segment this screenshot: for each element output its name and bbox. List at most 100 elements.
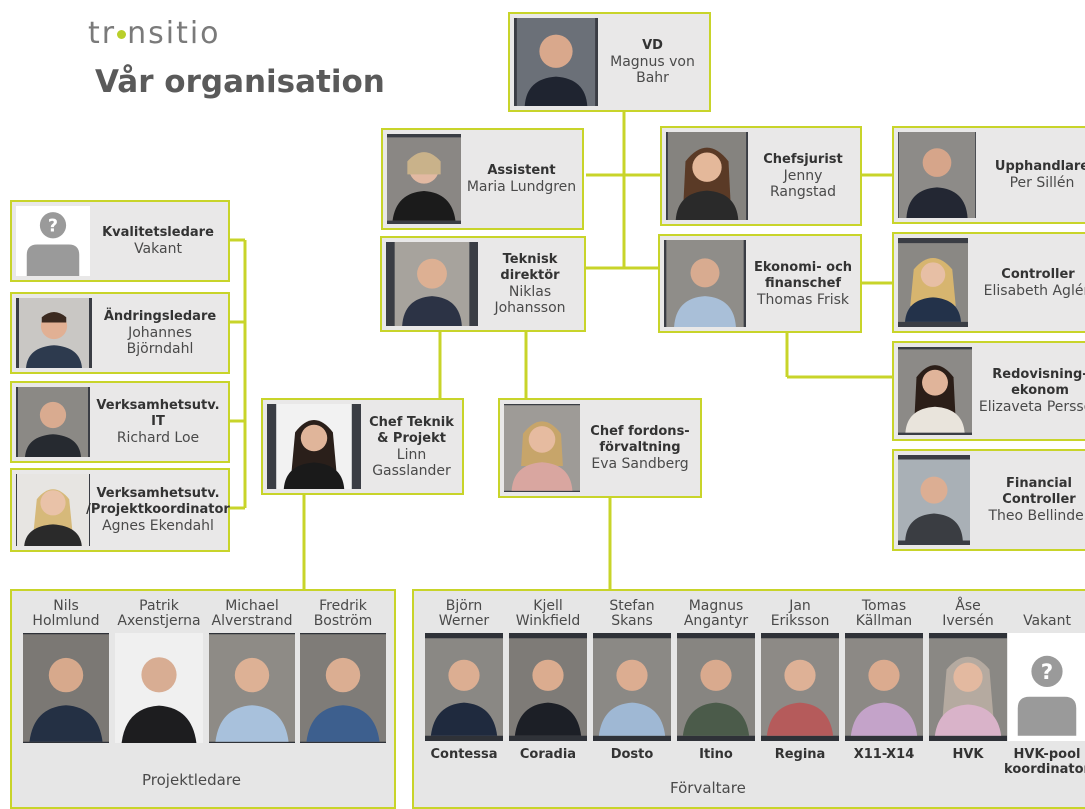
accountant-card: Redovisning-ekonom Elizaveta Persson <box>892 341 1085 441</box>
procurement-card: Upphandlare Per Sillén <box>892 126 1085 224</box>
fleet-label: Regina <box>774 747 826 762</box>
member-name: Magnus Angantyr <box>683 598 749 629</box>
accountant-role: Redovisning-ekonom <box>992 367 1085 398</box>
bizdev-it-card: Verksamhetsutv. IT Richard Loe <box>10 381 230 463</box>
chief-fleet-name: Eva Sandberg <box>591 456 689 472</box>
member-photo <box>23 633 109 743</box>
controller-role: Controller <box>1001 266 1075 282</box>
fleet-manager-1: Björn Werner Contessa <box>424 597 504 762</box>
procurement-role: Upphandlare <box>994 159 1085 174</box>
member-photo <box>425 633 503 741</box>
bizdev-project-name: Agnes Ekendahl <box>102 518 214 534</box>
chief-tech-photo <box>267 404 361 489</box>
member-name: Björn Werner <box>438 598 490 629</box>
change-lead-role: Ändringsledare <box>103 309 217 324</box>
fleet-label: Contessa <box>430 747 498 762</box>
member-name: Vakant <box>1023 613 1071 629</box>
assistant-photo <box>387 134 461 224</box>
bizdev-project-role: Verksamhetsutv. /Projektkoordinator <box>86 486 230 517</box>
bizdev-project-photo <box>16 474 90 546</box>
vacant-placeholder-icon: ? <box>16 206 90 276</box>
controller-name: Elisabeth Aglén <box>983 282 1085 299</box>
legal-counsel-card: Chefsjurist Jenny Rangstad <box>660 126 862 226</box>
member-name: Michael Alverstrand <box>211 598 293 629</box>
cfo-photo <box>664 240 746 327</box>
legal-counsel-role: Chefsjurist <box>763 152 843 167</box>
fleet-managers-group: Björn Werner Contessa Kjell Winkfield Co… <box>412 589 1085 809</box>
assistant-name: Maria Lundgren <box>466 179 577 195</box>
ceo-name: Magnus von Bahr <box>610 54 695 86</box>
member-photo <box>115 633 203 743</box>
project-manager-3: Michael Alverstrand <box>208 597 296 743</box>
controller-card: Controller Elisabeth Aglén <box>892 232 1085 333</box>
chief-tech-role: Chef Teknik & Projekt <box>369 414 454 446</box>
member-photo <box>761 633 839 741</box>
procurement-name: Per Sillén <box>1009 175 1075 191</box>
change-lead-name: Johannes Björndahl <box>126 325 194 357</box>
financial-controller-name: Theo Bellinder <box>988 508 1085 524</box>
tech-director-card: Teknisk direktör Niklas Johansson <box>380 236 586 332</box>
ceo-role: VD <box>642 38 663 53</box>
chief-tech-name: Linn Gasslander <box>372 446 451 479</box>
change-lead-card: Ändringsledare Johannes Björndahl <box>10 292 230 374</box>
page-title: Vår organisation <box>95 64 385 100</box>
chief-fleet-role: Chef fordons-förvaltning <box>590 424 690 455</box>
legal-counsel-name: Jenny Rangstad <box>769 168 836 200</box>
cfo-name: Thomas Frisk <box>756 291 850 308</box>
member-photo <box>209 633 295 743</box>
chief-fleet-card: Chef fordons-förvaltning Eva Sandberg <box>498 398 702 498</box>
member-photo <box>929 633 1007 741</box>
member-photo <box>677 633 755 741</box>
bizdev-it-name: Richard Loe <box>116 430 200 446</box>
member-name: Nils Holmlund <box>32 598 100 629</box>
member-name: Stefan Skans <box>609 598 655 629</box>
ceo-card: VD Magnus von Bahr <box>508 12 711 112</box>
fleet-label: Coradia <box>519 747 577 762</box>
bizdev-it-role: Verksamhetsutv. IT <box>96 398 220 429</box>
procurement-photo <box>898 132 976 218</box>
tech-director-photo <box>386 242 478 326</box>
cfo-card: Ekonomi- och finanschef Thomas Frisk <box>658 234 862 333</box>
member-name: Tomas Källman <box>855 598 913 629</box>
assistant-card: Assistent Maria Lundgren <box>381 128 584 230</box>
fleet-manager-8: Vakant ? HVK-pool koordinator <box>1002 597 1085 777</box>
assistant-role: Assistent <box>487 163 556 178</box>
tech-director-role: Teknisk direktör <box>500 252 560 283</box>
cfo-role: Ekonomi- och finanschef <box>753 259 853 291</box>
fleet-label: X11-X14 <box>853 747 915 762</box>
member-photo <box>593 633 671 741</box>
fleet-manager-5: Jan Eriksson Regina <box>760 597 840 762</box>
project-manager-2: Patrik Axenstjerna <box>113 597 205 743</box>
chief-tech-card: Chef Teknik & Projekt Linn Gasslander <box>261 398 464 495</box>
member-name: Åse Iversén <box>942 598 994 629</box>
fleet-manager-7: Åse Iversén HVK <box>928 597 1008 762</box>
tech-director-name: Niklas Johansson <box>494 284 566 316</box>
member-name: Kjell Winkfield <box>515 598 581 629</box>
project-manager-1: Nils Holmlund <box>22 597 110 743</box>
project-managers-label: Projektledare <box>142 771 241 789</box>
vacant-placeholder-icon: ? <box>1008 633 1085 741</box>
financial-controller-card: Financial Controller Theo Bellinder <box>892 449 1085 551</box>
member-name: Patrik Axenstjerna <box>117 598 201 629</box>
quality-lead-role: Kvalitetsledare <box>102 225 214 240</box>
controller-photo <box>898 238 968 327</box>
fleet-label: HVK <box>952 747 984 762</box>
member-name: Jan Eriksson <box>770 598 830 629</box>
ceo-photo <box>514 18 598 106</box>
member-photo <box>300 633 386 743</box>
project-manager-4: Fredrik Boström <box>299 597 387 743</box>
fleet-manager-3: Stefan Skans Dosto <box>592 597 672 762</box>
fleet-managers-label: Förvaltare <box>670 779 746 797</box>
bizdev-project-card: Verksamhetsutv. /Projektkoordinator Agne… <box>10 468 230 552</box>
change-lead-photo <box>16 298 92 368</box>
fleet-label: HVK-pool koordinator <box>1004 747 1085 777</box>
financial-controller-photo <box>898 455 970 545</box>
accountant-photo <box>898 347 972 435</box>
quality-lead-card: ? Kvalitetsledare Vakant <box>10 200 230 282</box>
svg-text:?: ? <box>1041 660 1053 685</box>
accountant-name: Elizaveta Persson <box>978 399 1085 415</box>
member-photo <box>845 633 923 741</box>
quality-lead-name: Vakant <box>134 241 182 257</box>
